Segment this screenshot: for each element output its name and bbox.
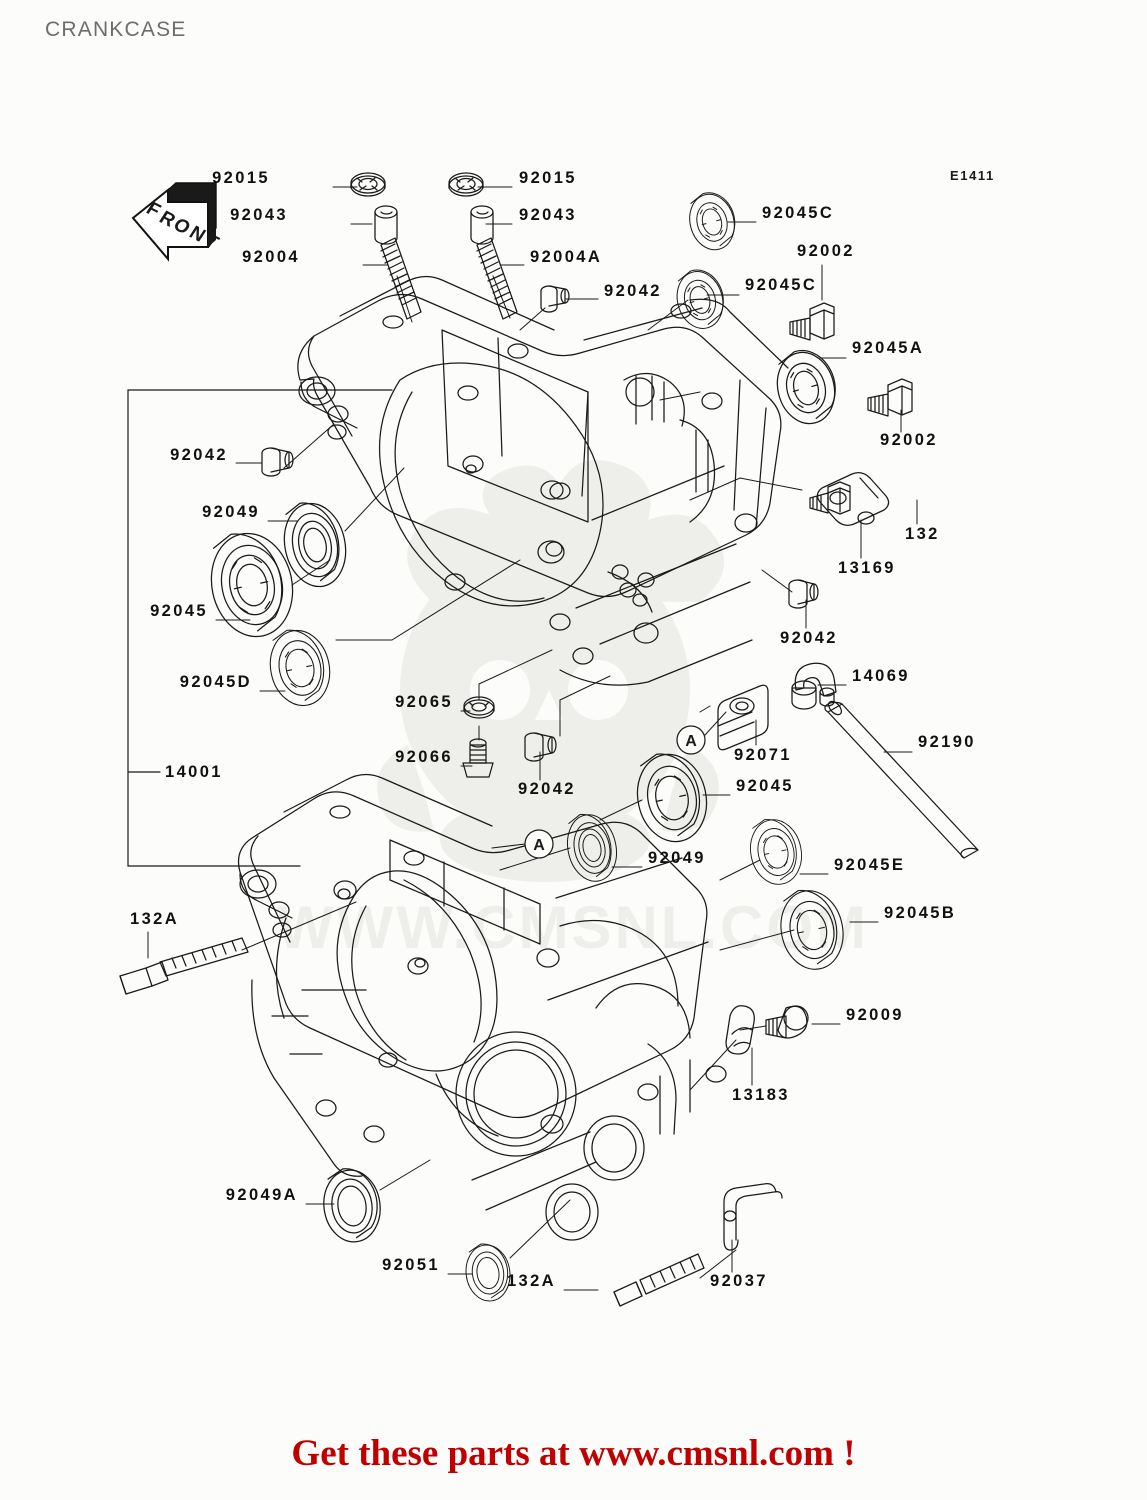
- callout-92042: 92042: [780, 629, 838, 647]
- callout-92015: 92015: [519, 169, 577, 187]
- callout-92002: 92002: [797, 242, 855, 260]
- callout-13183: 13183: [732, 1086, 790, 1104]
- callout-92037: 92037: [710, 1272, 768, 1290]
- callout-132a: 132A: [506, 1272, 556, 1290]
- callout-92043: 92043: [519, 206, 577, 224]
- callout-92042: 92042: [604, 282, 662, 300]
- diagram-code: E1411: [950, 168, 995, 183]
- callout-92045b: 92045B: [884, 904, 957, 922]
- part-92043-right: [470, 205, 494, 245]
- part-92049a-seal: [323, 1168, 381, 1243]
- callout-92045e: 92045E: [834, 856, 906, 874]
- callout-13169: 13169: [838, 559, 896, 577]
- part-92015-left: [350, 172, 386, 197]
- callout-92051: 92051: [382, 1256, 440, 1274]
- part-92042-top: [540, 285, 570, 313]
- part-92049-mid: [567, 813, 617, 882]
- callout-92049: 92049: [648, 849, 706, 867]
- callout-92045c: 92045C: [745, 276, 818, 294]
- callout-132a: 132A: [130, 910, 180, 928]
- part-13169-plate: [816, 472, 890, 526]
- part-92045d: [269, 629, 331, 707]
- callout-92065: 92065: [395, 693, 453, 711]
- part-132-bolt: [809, 481, 851, 515]
- watermark-text: WWW.CMSNL.COM: [277, 894, 869, 961]
- part-92042-left: [261, 447, 294, 477]
- callout-92004a: 92004A: [530, 248, 603, 266]
- part-92049-left: [283, 502, 347, 588]
- part-92042-right-mid: [788, 579, 819, 609]
- part-92045e: [750, 819, 802, 885]
- callout-92049a: 92049A: [225, 1186, 298, 1204]
- callout-92190: 92190: [918, 733, 976, 751]
- callout-92071: 92071: [734, 746, 792, 764]
- part-92045c-lower: [676, 269, 724, 329]
- callout-92009: 92009: [846, 1006, 904, 1024]
- callout-92045: 92045: [150, 602, 208, 620]
- svg-text:A: A: [685, 733, 697, 750]
- callout-132: 132: [905, 525, 940, 543]
- section-marker-a-2: A: [491, 829, 554, 859]
- part-132a-bottom-bolt: [613, 1253, 705, 1307]
- part-92051-seal: [465, 1243, 511, 1302]
- callout-92045: 92045: [736, 777, 794, 795]
- callout-92049: 92049: [202, 503, 260, 521]
- part-92002-lower: [867, 378, 913, 417]
- callout-92042: 92042: [518, 780, 576, 798]
- callout-92042: 92042: [170, 446, 228, 464]
- part-14069-fitting: [791, 662, 837, 710]
- part-92045a: [776, 349, 836, 425]
- part-92009-screw: [765, 1005, 809, 1039]
- callout-92002: 92002: [880, 431, 938, 449]
- part-92045-left: [210, 532, 294, 638]
- part-92190-tube: [824, 700, 979, 859]
- part-92071-damper: [717, 684, 769, 751]
- part-92065-plug: [463, 696, 495, 719]
- callout-92045d: 92045D: [179, 673, 252, 691]
- leader-lines: [147, 186, 918, 1291]
- part-132a-left-bolt: [119, 937, 249, 995]
- callout-92066: 92066: [395, 748, 453, 766]
- lower-crankcase-half: [237, 773, 727, 1241]
- section-marker-a-1: A: [676, 711, 727, 755]
- part-13183-bracket: [725, 1005, 755, 1055]
- part-92015-right: [448, 172, 484, 197]
- part-92045c-upper: [689, 192, 736, 251]
- part-92043-left: [374, 205, 398, 245]
- footer-cta: Get these parts at www.cmsnl.com !: [291, 1433, 856, 1474]
- part-92002-upper: [789, 302, 835, 341]
- callout-14069: 14069: [852, 667, 910, 685]
- callout-14001: 14001: [165, 763, 223, 781]
- assembly-bracket-14001: [127, 389, 393, 867]
- svg-text:A: A: [533, 837, 545, 854]
- part-92037-clamp: [723, 1183, 783, 1251]
- part-92045-mid: [636, 753, 708, 843]
- callout-92045a: 92045A: [852, 339, 925, 357]
- callout-92015: 92015: [212, 169, 270, 187]
- callout-92045c: 92045C: [762, 204, 835, 222]
- part-92066-plug: [462, 738, 494, 778]
- part-92045b: [780, 889, 844, 970]
- callout-92043: 92043: [230, 206, 288, 224]
- callout-92004: 92004: [242, 248, 300, 266]
- part-92042-center: [524, 732, 557, 762]
- upper-crankcase-half: [297, 275, 789, 686]
- part-92004a-stud: [476, 237, 518, 320]
- page-title: CRANKCASE: [45, 18, 187, 41]
